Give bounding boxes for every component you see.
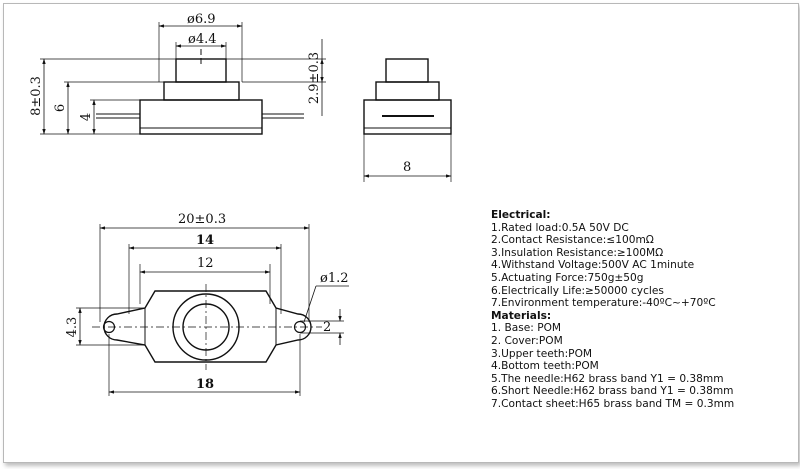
- electrical-spec-3: 3.Insulation Resistance:≥100MΩ: [491, 246, 664, 259]
- electrical-spec-1: 1.Rated load:0.5A 50V DC: [491, 221, 629, 234]
- spec-text-block: Electrical: 1.Rated load:0.5A 50V DC 2.C…: [491, 209, 734, 411]
- electrical-spec-4: 4.Withstand Voltage:500V AC 1minute: [491, 259, 695, 272]
- electrical-heading: Electrical:: [491, 209, 551, 221]
- dim-side-width: 8: [403, 160, 411, 175]
- electrical-spec-6: 6.Electrically Life:≥50000 cycles: [491, 284, 664, 297]
- material-6: 6.Short Needle:H62 brass band Y1 = 0.38m…: [491, 385, 734, 398]
- material-4: 4.Bottom teeth:POM: [491, 360, 599, 373]
- side-button: [385, 58, 429, 83]
- material-7: 7.Contact sheet:H65 brass band TM = 0.3m…: [491, 397, 735, 410]
- material-3: 3.Upper teeth:POM: [491, 347, 593, 360]
- dim-lug-height: 4.3: [65, 317, 80, 338]
- front-cover: [163, 81, 240, 101]
- dim-length-12: 12: [197, 256, 214, 271]
- material-2: 2. Cover:POM: [491, 334, 563, 347]
- dim-height-button: 2.9±0.3: [307, 52, 322, 104]
- dim-top-outer: ø6.9: [187, 12, 216, 27]
- dim-length-14: 14: [196, 233, 214, 248]
- side-view: [363, 58, 452, 182]
- dimension-labels: ø6.9 ø4.4 8±0.3 6 4 2.9±0.3 8 20±0.3 14 …: [29, 12, 411, 392]
- electrical-spec-5: 5.Actuating Force:750g±50g: [491, 271, 644, 284]
- drawing-sheet: ø6.9 ø4.4 8±0.3 6 4 2.9±0.3 8 20±0.3 14 …: [3, 3, 799, 463]
- front-body: [139, 99, 263, 135]
- dim-height-total: 8±0.3: [29, 76, 44, 116]
- dim-overall-length: 20±0.3: [178, 212, 226, 227]
- dim-hole-dia: ø1.2: [320, 271, 349, 286]
- side-body: [363, 99, 452, 135]
- top-view: [76, 224, 349, 396]
- technical-drawing: ø6.9 ø4.4 8±0.3 6 4 2.9±0.3 8 20±0.3 14 …: [29, 12, 452, 396]
- electrical-spec-2: 2.Contact Resistance:≤100mΩ: [491, 234, 654, 247]
- material-5: 5.The needle:H62 brass band Y1 = 0.38mm: [491, 372, 724, 385]
- dim-top-inner: ø4.4: [188, 32, 217, 47]
- top-outline: [103, 290, 312, 363]
- dim-height-lug: 4: [79, 113, 94, 121]
- dim-length-18: 18: [196, 377, 214, 392]
- material-1: 1. Base: POM: [491, 322, 562, 335]
- materials-heading: Materials:: [491, 309, 552, 322]
- side-cover: [375, 81, 440, 101]
- dim-hole-offset: 2: [323, 320, 331, 335]
- dim-height-body: 6: [53, 104, 68, 112]
- electrical-spec-7: 7.Environment temperature:-40ºC~+70ºC: [491, 297, 716, 310]
- front-view: [40, 22, 326, 135]
